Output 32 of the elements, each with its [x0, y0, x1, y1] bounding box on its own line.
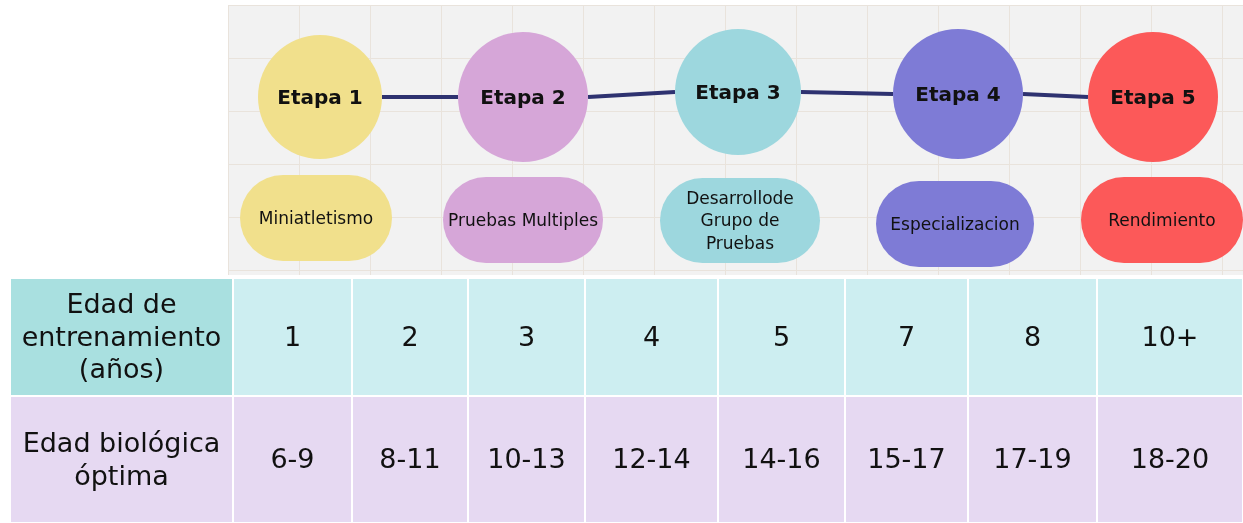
table-cell: 5 [718, 278, 845, 396]
stage-title: Etapa 5 [1110, 85, 1196, 109]
table-cell: 8 [968, 278, 1097, 396]
table-cell: 2 [352, 278, 468, 396]
stage-title: Etapa 1 [277, 85, 363, 109]
row-header-cell: Edad de entrenamiento (años) [10, 278, 233, 396]
connector-line [587, 90, 676, 99]
table-cell: 17-19 [968, 396, 1097, 523]
stage-title: Etapa 2 [480, 85, 566, 109]
connector-line [800, 90, 894, 96]
connector-line [382, 95, 458, 99]
table-cell: 6-9 [233, 396, 352, 523]
table-cell: 8-11 [352, 396, 468, 523]
table-cell: 3 [468, 278, 585, 396]
row-header-cell: Edad biológica óptima [10, 396, 233, 523]
stage-name: Desarrollode Grupo de Pruebas [685, 187, 795, 254]
stage-name: Pruebas Multiples [447, 208, 599, 232]
table-cell: 10+ [1097, 278, 1243, 396]
table-cell: 15-17 [845, 396, 968, 523]
table-cell: 10-13 [468, 396, 585, 523]
table-cell: 14-16 [718, 396, 845, 523]
stage-title: Etapa 3 [695, 80, 781, 104]
stage-name: Especializacion [889, 212, 1021, 236]
table-cell: 7 [845, 278, 968, 396]
table-cell: 1 [233, 278, 352, 396]
stage-name: Miniatletismo [257, 206, 375, 230]
table-cell: 12-14 [585, 396, 718, 523]
table-cell: 4 [585, 278, 718, 396]
connector-line [1022, 92, 1089, 99]
stage-name: Rendimiento [1107, 208, 1217, 232]
table-cell: 18-20 [1097, 396, 1243, 523]
stage-title: Etapa 4 [915, 82, 1001, 106]
